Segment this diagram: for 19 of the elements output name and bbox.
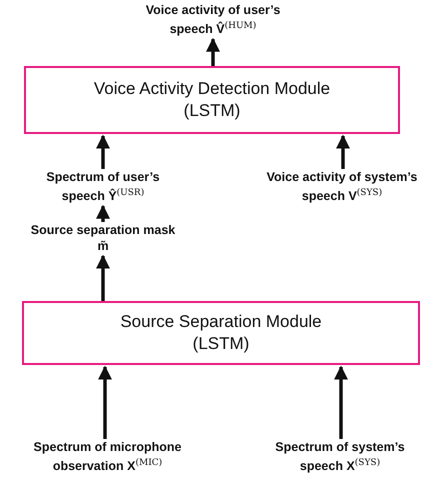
arrow [334,366,348,439]
module-title: Source Separation Module [120,311,322,333]
module-title: Voice Activity Detection Module [94,78,330,100]
module-box [22,301,420,365]
arrow [96,134,110,169]
arrow [96,254,110,301]
module-box [24,66,400,134]
module-subtitle: (LSTM) [192,333,250,355]
arrow [96,204,110,222]
intermediate-label: Source separation mask m̃ [28,222,178,254]
input-label: Spectrum of microphone observation X$^{(MIC)}$ [5,439,210,474]
arrow [336,134,350,169]
arrow [98,366,112,439]
input-label: Voice activity of system’s speech V$^{(SYS)}$ [262,169,422,204]
intermediate-label: Spectrum of user’s speech Ŷ$^{(USR)}$ [28,169,178,204]
arrow [206,38,220,66]
module-subtitle: (LSTM) [184,100,240,122]
output-label: Voice activity of user’s speech V̂$^{(HUM)}$ [128,2,298,38]
input-label: Spectrum of system’s speech X$^{(SYS)}$ [255,439,425,474]
